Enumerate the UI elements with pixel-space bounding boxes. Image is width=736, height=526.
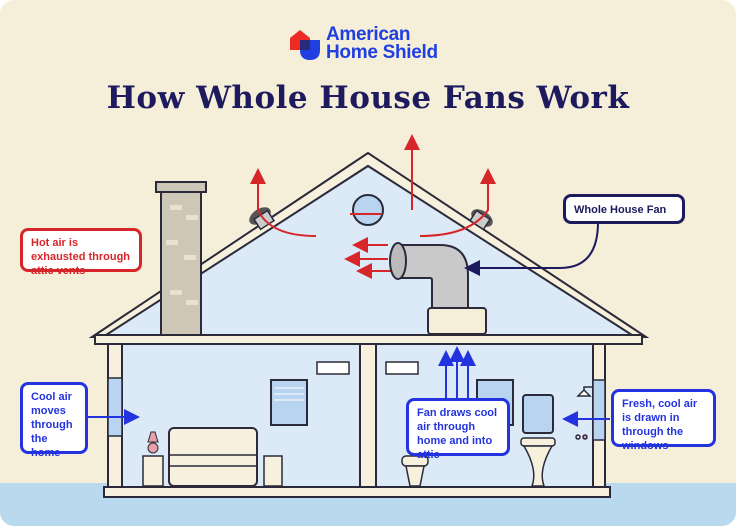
- shower-head: [575, 386, 593, 440]
- callout-cool-air: Cool air moves through the home: [20, 382, 88, 459]
- right-window: [592, 379, 606, 441]
- brand-line2: Home Shield: [326, 42, 438, 63]
- sink: [520, 437, 556, 487]
- callout-fresh-air: Fresh, cool air is drawn in through the …: [611, 389, 716, 452]
- lamp-table: [142, 431, 164, 487]
- callout-hot-air: Hot air is exhausted through attic vents: [20, 228, 142, 277]
- hot-air-arrows: [250, 142, 496, 279]
- brand-line1: American: [326, 24, 411, 45]
- chimney: [155, 181, 207, 336]
- sofa: [168, 427, 258, 487]
- side-table: [263, 455, 283, 487]
- interior-wall: [359, 343, 377, 488]
- left-window: [107, 377, 123, 437]
- page-title: How Whole House Fans Work: [106, 80, 630, 116]
- callout-fan: Whole House Fan: [563, 194, 685, 224]
- fan-pointer: [464, 221, 599, 276]
- brand-logo: American Home Shield: [290, 24, 438, 63]
- attic-window: [352, 194, 384, 226]
- cool-air-arrows: [88, 346, 610, 427]
- wall-vent-2: [385, 361, 419, 375]
- living-window: [270, 379, 308, 426]
- shield-house-icon: [290, 30, 320, 60]
- mirror: [522, 394, 554, 434]
- callout-fan-draws: Fan draws cool air through home and into…: [406, 398, 510, 461]
- wall-vent: [316, 361, 350, 375]
- attic-floor: [94, 334, 643, 345]
- toilet: [401, 455, 429, 487]
- floor: [103, 486, 611, 498]
